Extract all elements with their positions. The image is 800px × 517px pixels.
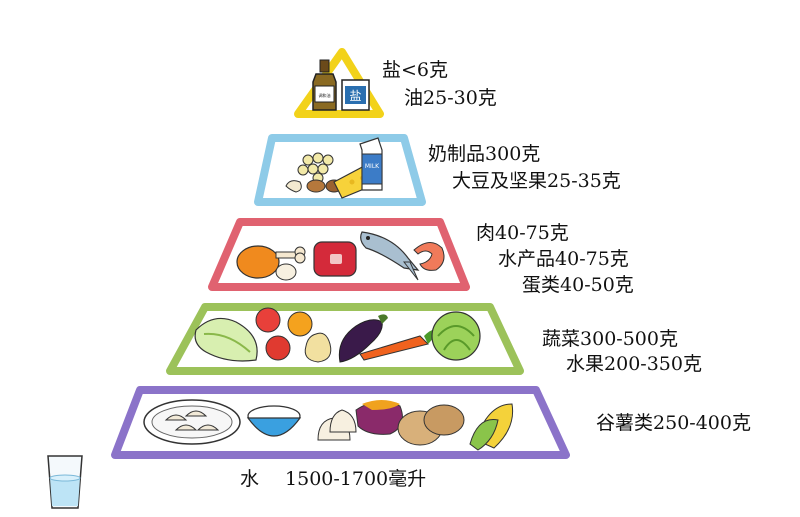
label-vegetables: 蔬菜300-500克	[542, 328, 678, 350]
label-seafood-name: 水产品	[498, 248, 556, 270]
label-water: 水 1500-1700毫升	[240, 468, 426, 490]
label-vegetables-name: 蔬菜	[542, 328, 581, 350]
label-soy-nuts-name: 大豆及坚果	[452, 170, 548, 192]
dumpling-plate-icon	[143, 399, 241, 445]
eggplant-stem-icon	[378, 314, 388, 324]
label-dairy: 奶制品300克	[428, 143, 540, 165]
pear-icon	[304, 332, 332, 363]
orange-icon	[287, 311, 313, 337]
salt-box-label: 盐	[349, 89, 361, 103]
apple-icon-2	[265, 335, 291, 361]
meat-steak-icon	[313, 241, 357, 277]
label-vegetables-amount: 300-500克	[580, 328, 678, 350]
label-seafood-amount: 40-75克	[555, 248, 629, 270]
potato-icon	[397, 404, 465, 446]
rice-bowl-icon	[246, 405, 302, 437]
napa-cabbage-icon	[194, 317, 258, 362]
label-soy-nuts-amount: 25-35克	[547, 170, 621, 192]
label-eggs-name: 蛋类	[522, 274, 561, 296]
oil-bottle-icon: 调和油	[312, 59, 337, 111]
corn-icon	[469, 403, 514, 451]
soybeans-icon	[297, 152, 334, 184]
sweet-potato-icon	[355, 400, 403, 435]
label-oil-name: 油	[404, 87, 424, 109]
label-oil: 油25-30克	[404, 87, 497, 109]
label-meat: 肉40-75克	[476, 222, 569, 244]
shrimp-icon	[413, 242, 445, 271]
label-fruit: 水果200-350克	[566, 353, 702, 375]
milk-carton-icon: MILK	[359, 137, 383, 191]
label-water-name: 水	[240, 468, 260, 490]
egg-icon	[275, 263, 297, 281]
label-fruit-name: 水果	[566, 353, 605, 375]
label-meat-amount: 40-75克	[495, 222, 569, 244]
label-seafood: 水产品40-75克	[498, 248, 629, 270]
label-grains-amount: 250-400克	[653, 412, 751, 434]
label-oil-amount: 25-30克	[423, 87, 497, 109]
steamed-bun-icon	[317, 409, 357, 441]
label-grains-name: 谷薯类	[596, 412, 654, 434]
apple-icon	[255, 307, 281, 333]
label-meat-name: 肉	[476, 222, 496, 244]
label-dairy-name: 奶制品	[428, 143, 486, 165]
label-fruit-amount: 200-350克	[604, 353, 702, 375]
label-grains: 谷薯类250-400克	[596, 412, 751, 434]
milk-carton-label: MILK	[365, 163, 380, 170]
label-salt-name: 盐	[382, 59, 402, 81]
label-soy-nuts: 大豆及坚果25-35克	[452, 170, 621, 192]
label-eggs-amount: 40-50克	[560, 274, 634, 296]
label-water-amount: 1500-1700毫升	[285, 468, 427, 490]
label-dairy-amount: 300克	[485, 143, 541, 165]
cabbage-icon	[431, 311, 481, 361]
label-salt-amount: <6克	[401, 59, 449, 81]
salt-box-icon: 盐	[341, 79, 370, 111]
water-glass-icon	[47, 455, 83, 509]
label-salt: 盐<6克	[382, 59, 448, 81]
chicken-leg-icon	[236, 245, 306, 279]
fish-icon	[360, 231, 420, 281]
oil-bottle-label: 调和油	[319, 92, 331, 98]
label-eggs: 蛋类40-50克	[522, 274, 634, 296]
